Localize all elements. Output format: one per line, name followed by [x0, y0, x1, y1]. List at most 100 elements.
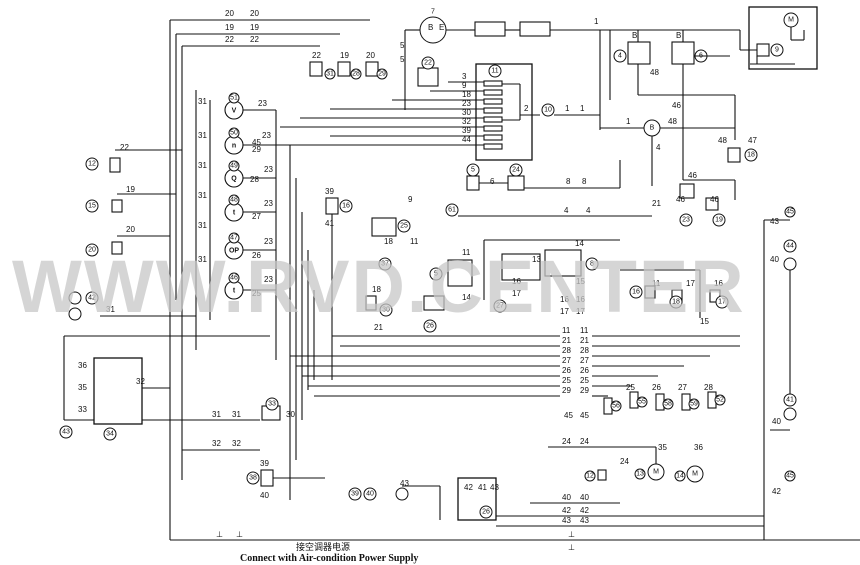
- svg-text:40: 40: [770, 255, 779, 264]
- svg-text:8: 8: [582, 177, 587, 186]
- svg-text:45: 45: [564, 411, 573, 420]
- svg-text:44: 44: [462, 135, 471, 144]
- svg-text:B: B: [676, 31, 681, 40]
- svg-text:16: 16: [576, 295, 585, 304]
- svg-text:1: 1: [626, 117, 631, 126]
- svg-text:4: 4: [564, 206, 569, 215]
- svg-text:28: 28: [562, 346, 571, 355]
- svg-text:45: 45: [786, 473, 794, 480]
- svg-text:24: 24: [512, 167, 520, 174]
- svg-text:1: 1: [580, 104, 585, 113]
- svg-text:38: 38: [249, 475, 257, 482]
- svg-text:M: M: [692, 471, 698, 478]
- svg-text:31: 31: [198, 221, 207, 230]
- gauge-oil-pressure: OP 47 23: [224, 232, 273, 260]
- svg-text:9: 9: [775, 47, 779, 54]
- svg-text:19: 19: [340, 51, 349, 60]
- svg-text:32: 32: [462, 117, 471, 126]
- svg-text:29: 29: [562, 386, 571, 395]
- svg-text:24: 24: [562, 437, 571, 446]
- svg-text:46: 46: [688, 171, 697, 180]
- svg-text:36: 36: [78, 361, 87, 370]
- svg-text:22: 22: [225, 35, 234, 44]
- svg-text:47: 47: [748, 136, 757, 145]
- svg-text:23: 23: [264, 237, 273, 246]
- svg-text:20: 20: [88, 247, 96, 254]
- svg-text:33: 33: [78, 405, 87, 414]
- svg-text:46: 46: [710, 195, 719, 204]
- svg-text:t: t: [233, 210, 236, 217]
- svg-text:11: 11: [562, 326, 571, 335]
- svg-text:16: 16: [512, 277, 521, 286]
- svg-text:8: 8: [566, 177, 571, 186]
- watermark: WWW.RVD.CENTER: [12, 245, 746, 328]
- svg-text:40: 40: [580, 493, 589, 502]
- svg-text:5: 5: [400, 41, 405, 50]
- relay-9-coil: [756, 43, 770, 57]
- svg-text:19: 19: [250, 23, 259, 32]
- caption-english: Connect with Air-condition Power Supply: [240, 553, 418, 564]
- svg-text:15: 15: [700, 317, 709, 326]
- svg-text:39: 39: [325, 187, 334, 196]
- svg-text:16: 16: [342, 203, 350, 210]
- svg-text:47: 47: [230, 235, 238, 242]
- svg-text:37: 37: [381, 261, 389, 268]
- svg-text:Q: Q: [231, 176, 237, 183]
- svg-text:45: 45: [252, 138, 261, 147]
- svg-text:⊥: ⊥: [568, 543, 575, 552]
- svg-text:V: V: [232, 108, 237, 115]
- svg-text:58: 58: [664, 401, 672, 408]
- svg-text:24: 24: [580, 437, 589, 446]
- svg-text:n: n: [232, 143, 236, 150]
- svg-text:31: 31: [198, 161, 207, 170]
- svg-text:27: 27: [496, 303, 504, 310]
- svg-text:B: B: [650, 125, 655, 132]
- svg-text:26: 26: [426, 323, 434, 330]
- svg-text:40: 40: [562, 493, 571, 502]
- svg-text:42: 42: [562, 506, 571, 515]
- svg-text:25: 25: [252, 289, 261, 298]
- fuse-rows: [483, 80, 503, 150]
- svg-text:11: 11: [652, 279, 661, 288]
- svg-text:B: B: [632, 31, 637, 40]
- fuse-box-11: [475, 63, 533, 161]
- svg-text:44: 44: [786, 243, 794, 250]
- svg-text:18: 18: [462, 90, 471, 99]
- svg-text:49: 49: [230, 163, 238, 170]
- svg-text:9: 9: [462, 81, 467, 90]
- svg-text:12: 12: [88, 161, 96, 168]
- svg-text:13: 13: [532, 255, 541, 264]
- svg-text:48: 48: [718, 136, 727, 145]
- battery-2: [519, 21, 551, 37]
- svg-text:32: 32: [212, 439, 221, 448]
- battery-1: [474, 21, 506, 37]
- svg-text:⊥: ⊥: [568, 530, 575, 539]
- svg-text:31: 31: [106, 305, 115, 314]
- svg-text:34: 34: [106, 431, 114, 438]
- svg-text:43: 43: [770, 217, 779, 226]
- svg-text:10: 10: [544, 107, 552, 114]
- svg-text:41: 41: [325, 219, 334, 228]
- svg-text:1: 1: [594, 17, 599, 26]
- svg-text:31: 31: [198, 97, 207, 106]
- svg-text:15: 15: [576, 277, 585, 286]
- svg-text:30: 30: [462, 108, 471, 117]
- svg-text:39: 39: [260, 459, 269, 468]
- svg-text:31: 31: [198, 255, 207, 264]
- svg-text:23: 23: [264, 165, 273, 174]
- svg-text:26: 26: [562, 366, 571, 375]
- svg-text:46: 46: [230, 275, 238, 282]
- svg-text:45: 45: [580, 411, 589, 420]
- svg-text:51: 51: [230, 95, 238, 102]
- svg-text:42: 42: [772, 487, 781, 496]
- svg-text:21: 21: [580, 336, 589, 345]
- svg-text:30: 30: [382, 307, 390, 314]
- relay-12: [447, 259, 473, 287]
- svg-text:⊥: ⊥: [216, 530, 223, 539]
- svg-text:35: 35: [78, 383, 87, 392]
- svg-text:19: 19: [715, 217, 723, 224]
- svg-text:18: 18: [372, 285, 381, 294]
- svg-text:42: 42: [580, 506, 589, 515]
- svg-text:9: 9: [408, 195, 413, 204]
- svg-text:6: 6: [490, 177, 495, 186]
